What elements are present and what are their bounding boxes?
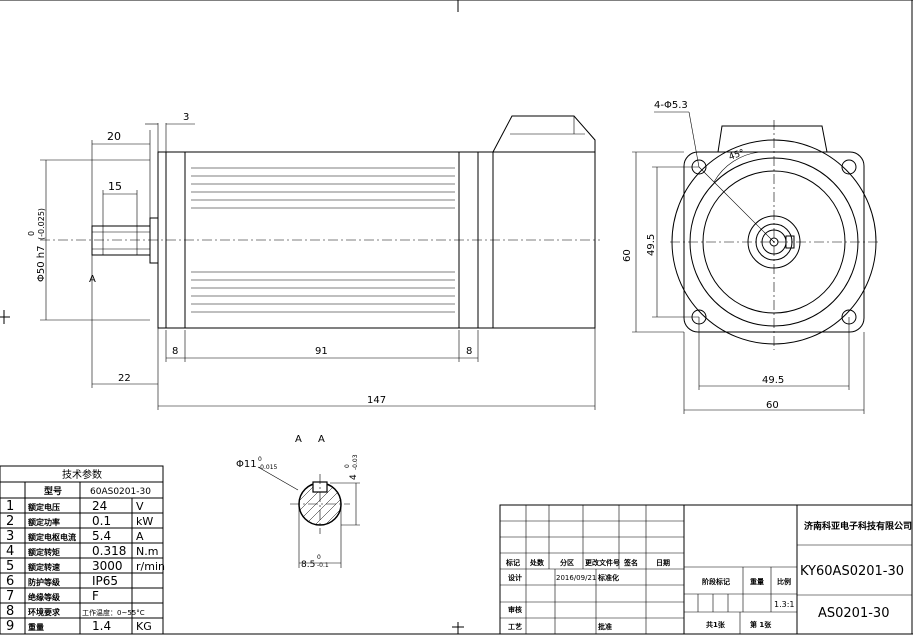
dim-49-5-horizontal: 49.5 [762,375,784,386]
spec-title: 技术参数 [62,468,102,481]
tb-col-change-doc: 更改文件号 [585,558,620,567]
spec-row-unit: V [136,500,144,513]
tb-col-sign: 签名 [623,558,638,567]
dim-22: 22 [118,373,131,384]
spec-row-value: 5.4 [92,529,111,543]
spec-row-unit: kW [136,515,153,528]
tb-sheets-total: 共1张 [706,620,726,629]
dim-shaft-dia: Φ50 h7 [36,246,47,282]
spec-row-value: 0.1 [92,514,111,528]
spec-header-label: 型号 [44,485,62,497]
sec-key-width: 8.5 [301,560,315,570]
dim-3: 3 [183,112,189,123]
dim-hole-spec: 4-Φ5.3 [654,100,688,111]
tb-scale: 比例 [777,577,791,586]
tb-col-mark: 标记 [505,558,520,567]
spec-row-value: 0.318 [92,544,126,558]
dim-8-left: 8 [172,346,178,357]
front-view-dimensions: 4-Φ5.3 45° 60 49.5 49.5 60 [622,100,865,414]
spec-row-label: 额定转矩 [28,547,60,557]
dim-8-right: 8 [466,346,472,357]
sec-key-tol-lower: -0.03 [352,454,359,470]
spec-row-value: 工作温度：0~55°C [82,608,145,617]
spec-row-label: 环境要求 [28,607,61,617]
spec-header-value: 60AS0201-30 [90,487,151,497]
tb-scale-value: 1.3:1 [774,600,795,609]
side-view-dimensions: 3 20 15 Φ50 h7 0 (-0.025) A 8 91 8 22 [27,112,596,410]
tb-review: 审核 [508,605,522,614]
sec-shaft-tol-lower: -0.015 [258,464,278,471]
spec-row-unit: r/min [136,560,165,573]
tb-drawing-name: KY60AS0201-30 [800,564,904,579]
sec-shaft-tol-upper: 0 [258,456,262,463]
dim-shaft-tol-upper: 0 [27,231,36,236]
spec-row-no: 3 [6,529,14,544]
spec-row-no: 8 [6,604,14,619]
dim-49-5-vertical: 49.5 [646,234,657,256]
spec-row-label: 额定电枢电流 [28,532,76,542]
spec-row-value: 24 [92,499,107,513]
spec-row-value: 1.4 [92,619,111,633]
spec-row-no: 2 [6,514,14,529]
spec-row-value: IP65 [92,574,118,588]
sec-key-width-tol-upper: 0 [317,554,321,561]
tb-drawing-code: AS0201-30 [818,606,889,621]
spec-table: 技术参数 型号 60AS0201-30 [0,465,164,635]
spec-row-unit: KG [136,620,152,633]
sec-key-width-tol-lower: -0.1 [317,562,329,569]
motor-front-view [670,120,880,350]
spec-row-value: 3000 [92,559,123,573]
section-title-a2: A [318,434,325,445]
sec-key-tol-upper: 0 [344,464,351,468]
spec-row-unit: N.m [136,545,158,558]
motor-side-view [40,115,600,329]
dim-60-horizontal: 60 [766,400,779,411]
spec-row-label: 重量 [28,622,44,632]
spec-row-label: 绝缘等级 [28,592,61,602]
spec-row-unit: A [136,530,144,543]
spec-row-no: 6 [6,574,14,589]
dim-147: 147 [367,395,386,406]
tb-standardize: 标准化 [597,573,619,582]
tb-process: 工艺 [508,622,522,631]
spec-row-label: 额定电压 [28,502,60,512]
tb-col-date: 日期 [656,558,670,567]
tb-sheet-no: 第 1张 [750,620,772,629]
spec-row-no: 7 [6,589,14,604]
tb-approve: 批准 [598,622,612,631]
spec-row-no: 1 [6,499,14,514]
section-title-a1: A [295,434,302,445]
tb-weight: 重量 [750,577,764,586]
tb-company: 济南科亚电子科技有限公司 [804,520,912,532]
spec-row-label: 额定功率 [28,517,60,527]
tb-design-date: 2016/09/21 [556,574,596,582]
dim-15: 15 [108,180,122,193]
title-block: 济南科亚电子科技有限公司 KY60AS0201-30 AS0201-30 标记 … [499,504,913,635]
section-a-a: A A Φ11 0 -0.015 [236,434,360,570]
sec-shaft-dia: Φ11 [236,459,257,470]
section-marker-a: A [89,274,96,285]
spec-row-label: 额定转速 [28,562,60,572]
spec-row-no: 9 [6,619,14,634]
sec-key-depth: 4 [349,474,359,480]
dim-20: 20 [107,130,121,143]
tb-col-count: 处数 [529,558,545,567]
tb-stage-mark: 阶段标记 [702,577,730,586]
dim-60-vertical: 60 [622,249,633,262]
spec-rows: 1 额定电压 24 V 2 额定功率 0.1 kW 3 额定电枢电流 5.4 A 4 额定转矩 0.318 N… [6,499,165,634]
spec-row-no: 5 [6,559,14,574]
tb-col-zone: 分区 [560,558,574,567]
spec-row-label: 防护等级 [28,577,61,587]
tb-design: 设计 [508,573,522,582]
spec-row-no: 4 [6,544,14,559]
spec-row-value: F [92,589,99,603]
dim-91: 91 [315,346,328,357]
dim-shaft-tol-lower: (-0.025) [37,208,46,240]
